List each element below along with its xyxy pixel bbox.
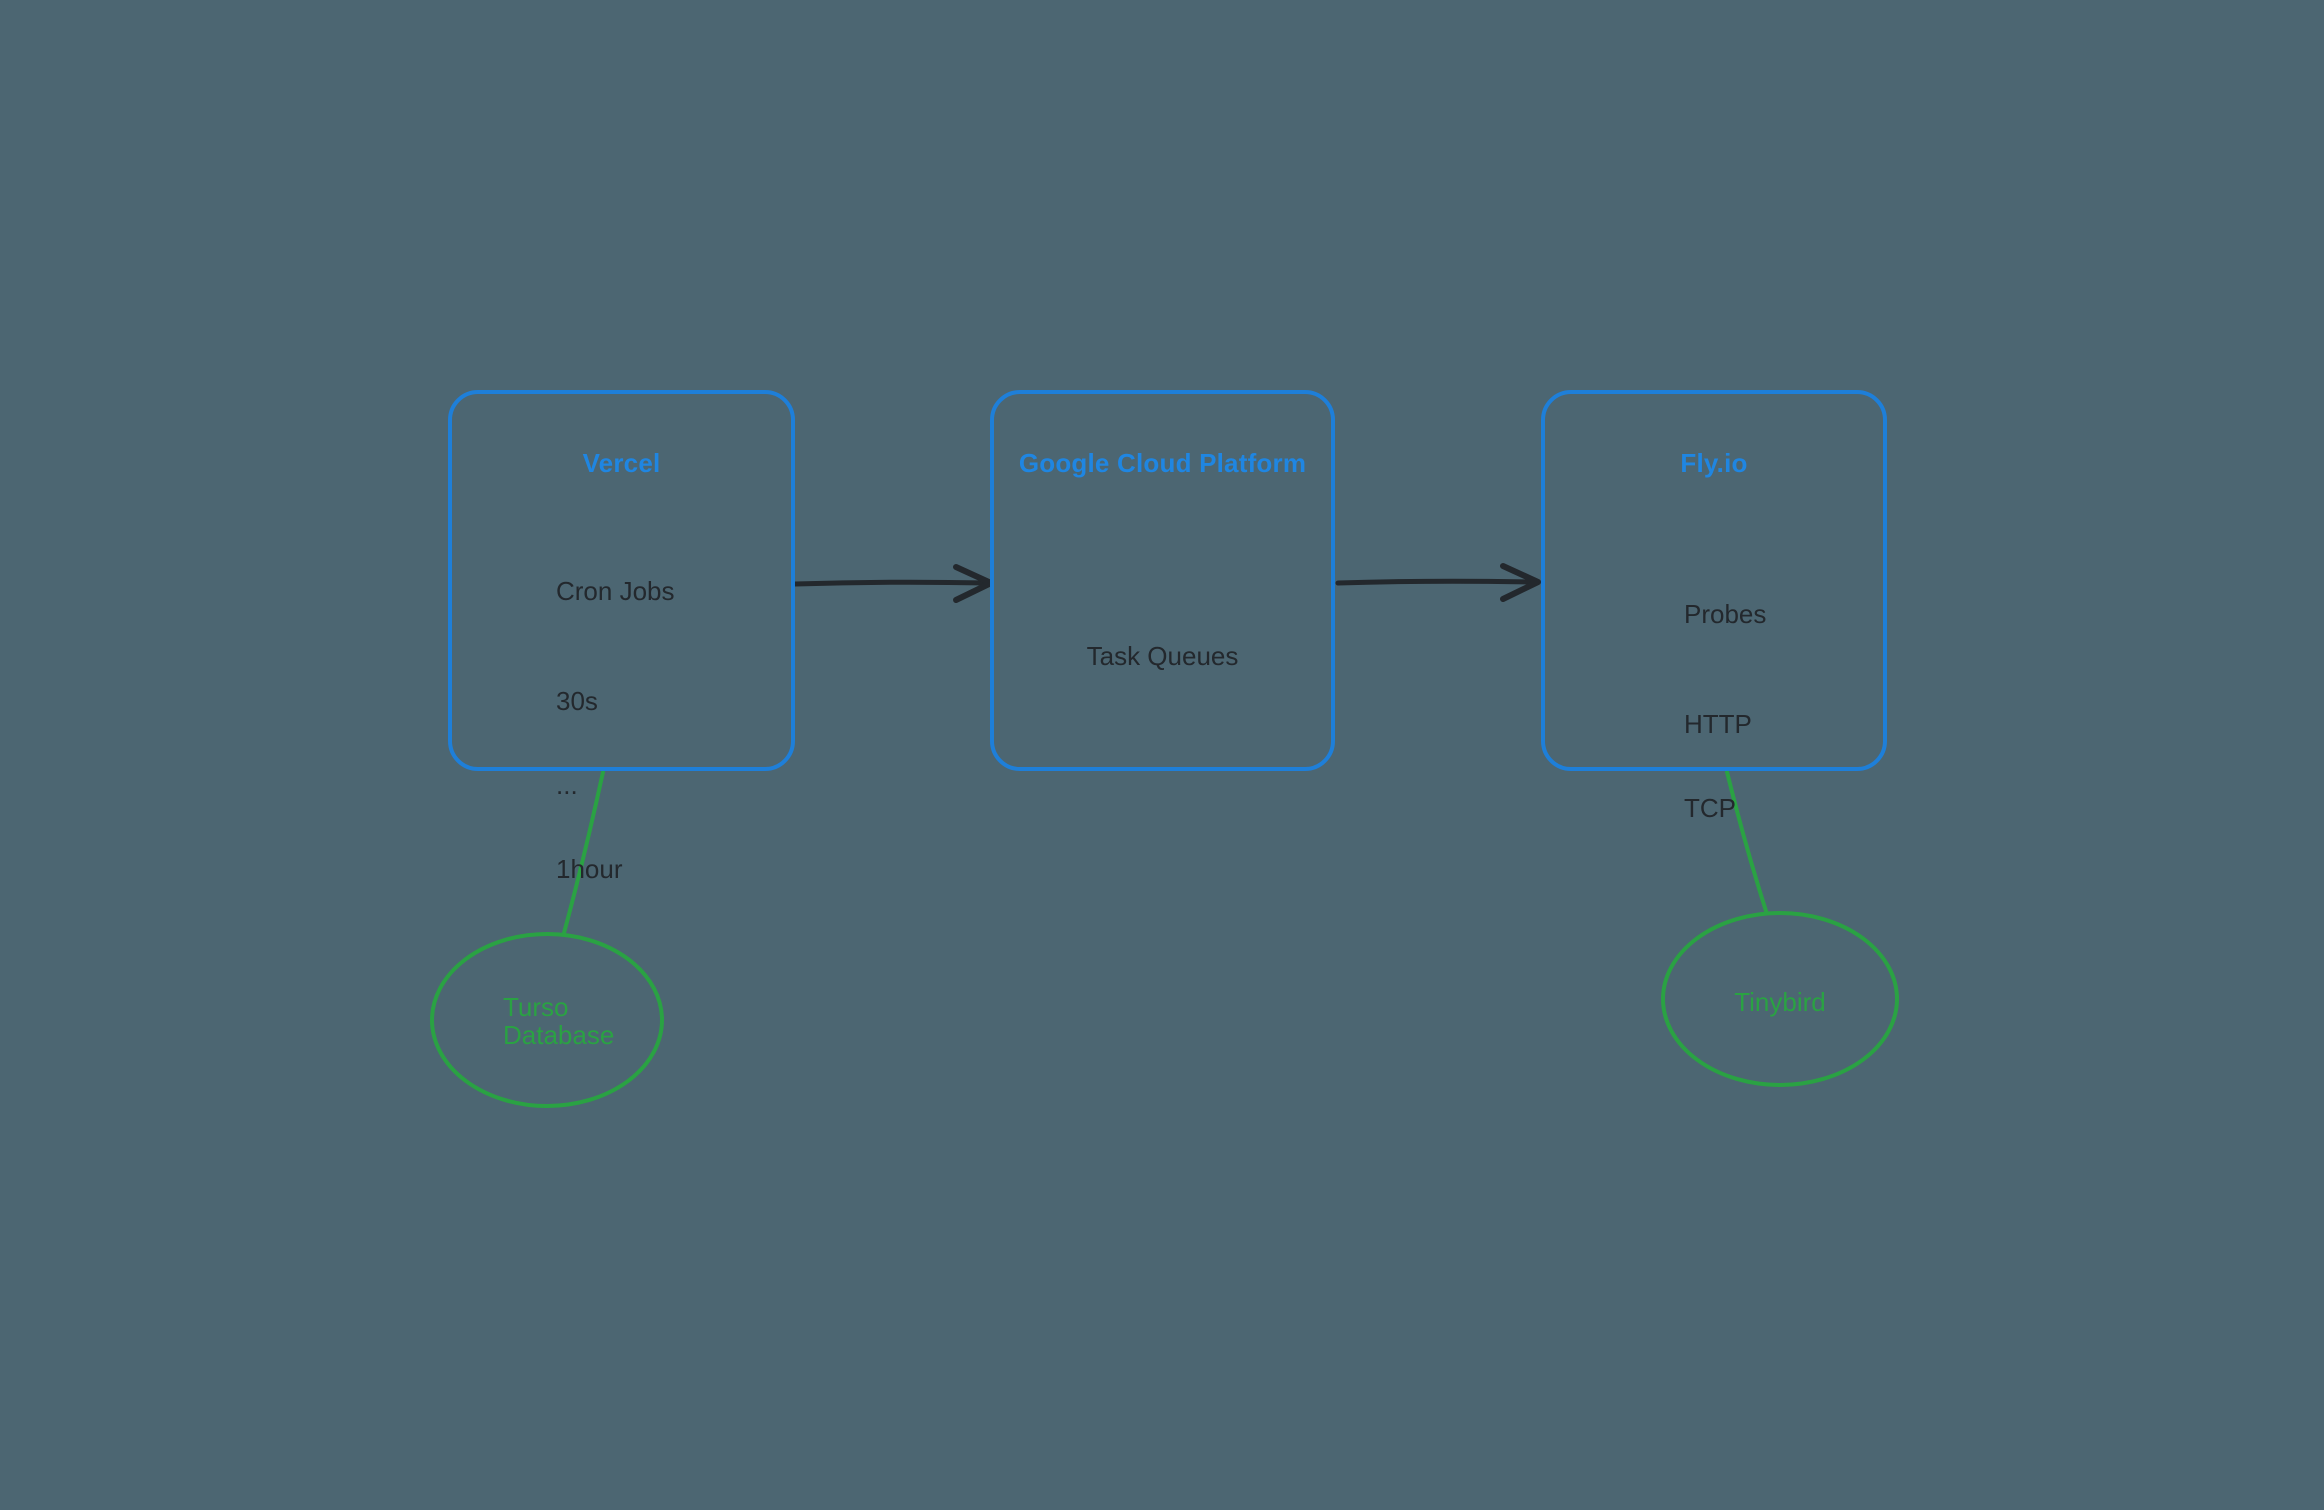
- node-body-line: 30s: [556, 686, 598, 716]
- node-body-line: ...: [556, 770, 578, 800]
- ellipse-label-line: Tinybird: [1734, 987, 1826, 1017]
- node-vercel-title: Vercel: [582, 448, 661, 478]
- arrow-gcp-to-flyio-line: [1335, 578, 1537, 586]
- node-body-line: Task Queues: [1086, 641, 1239, 671]
- node-gcp-body: Task Queues: [994, 586, 1331, 726]
- ellipse-label-line: Database: [503, 1020, 615, 1050]
- node-flyio-title: Fly.io: [1680, 448, 1748, 478]
- node-flyio: Fly.io Probes HTTP TCP: [1541, 390, 1887, 822]
- ellipse-label-tinybird: Tinybird: [1662, 988, 1898, 1016]
- arrow-gcp-to-flyio-head: [1500, 563, 1541, 602]
- node-body-line: 1hour: [556, 854, 623, 884]
- connector-vercel-to-turso: [562, 770, 605, 935]
- node-body-line: HTTP: [1684, 709, 1752, 739]
- node-vercel: Vercel Cron Jobs 30s ... 1hour: [448, 390, 795, 883]
- node-flyio-body: Probes HTTP TCP: [1684, 544, 1766, 878]
- node-body-line: Cron Jobs: [556, 576, 675, 606]
- node-vercel-body: Cron Jobs 30s ... 1hour: [556, 521, 675, 939]
- node-body-line: TCP: [1684, 793, 1736, 823]
- connector-flyio-to-tinybird: [1725, 770, 1768, 913]
- ellipse-label-turso: Turso Database: [503, 993, 614, 1049]
- ellipse-turso: [430, 932, 664, 1108]
- ellipse-tinybird: [1661, 911, 1899, 1087]
- node-gcp-title: Google Cloud Platform: [1018, 448, 1307, 478]
- ellipse-label-line: Turso: [503, 992, 569, 1022]
- node-gcp: Google Cloud Platform Task Queues: [990, 390, 1335, 771]
- arrow-vercel-to-gcp-line: [792, 579, 991, 587]
- node-body-line: Probes: [1684, 599, 1767, 629]
